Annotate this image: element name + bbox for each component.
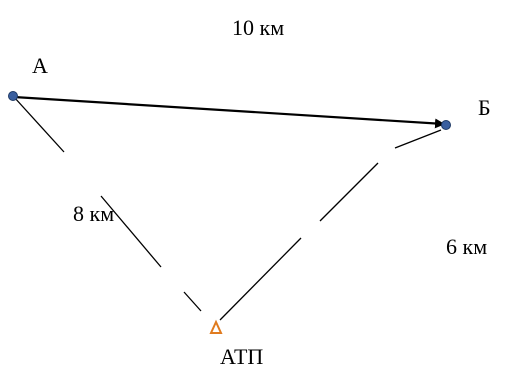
route-b-depot-segment <box>394 129 442 149</box>
point-a-label: А <box>32 53 48 78</box>
route-a-depot-segment <box>13 96 65 153</box>
distance-ab-label: 10 км <box>232 15 285 40</box>
route-a-to-depot <box>13 96 202 312</box>
point-a-node <box>8 91 18 101</box>
route-b-depot-segment <box>219 237 302 321</box>
route-a-to-b-arrow <box>13 95 445 129</box>
depot-marker-icon <box>209 319 223 334</box>
distance-b-depot-label: 6 км <box>446 234 488 259</box>
route-b-to-depot <box>219 129 442 321</box>
depot-label: АТП <box>220 344 264 369</box>
distance-a-depot-label: 8 км <box>73 201 115 226</box>
route-a-depot-segment <box>100 195 162 268</box>
point-b-node <box>441 120 451 130</box>
route-a-depot-segment <box>183 291 202 312</box>
route-b-depot-segment <box>319 162 379 222</box>
point-b-label: Б <box>478 95 491 120</box>
